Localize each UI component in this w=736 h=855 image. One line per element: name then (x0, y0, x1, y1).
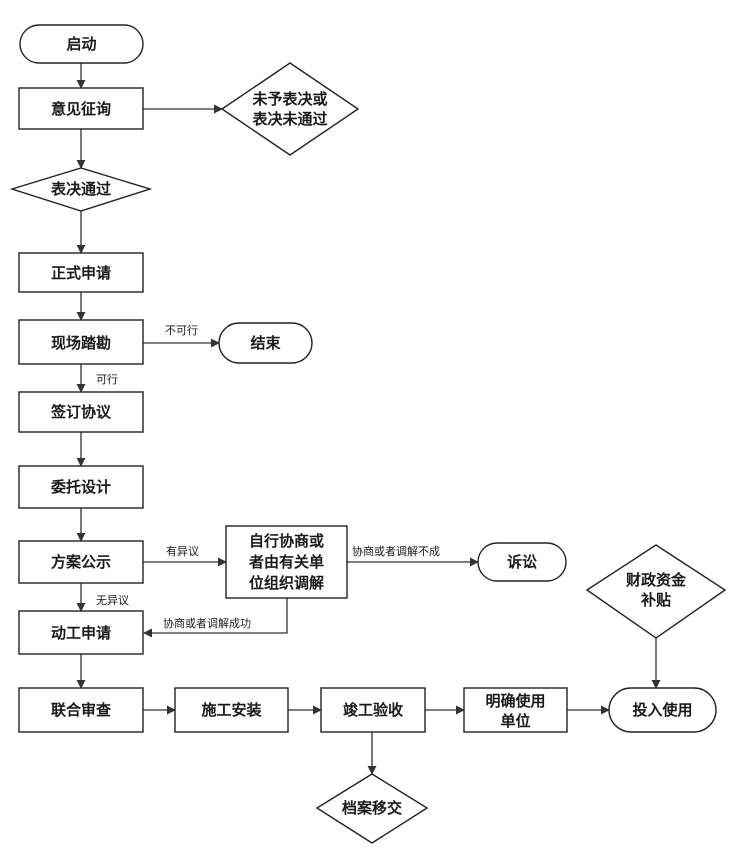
node-mediation-line1: 自行协商或 (249, 532, 324, 550)
node-not-voted-line2: 表决未通过 (252, 110, 327, 128)
label-not-feasible: 不可行 (165, 324, 198, 337)
node-construction-apply: 动工申请 (18, 610, 144, 655)
node-start: 启动 (19, 24, 144, 64)
node-not-voted: 未予表决或 表决未通过 (220, 62, 360, 156)
node-design: 委托设计 (18, 465, 144, 509)
node-apply-label: 正式申请 (51, 264, 111, 282)
node-lawsuit-label: 诉讼 (507, 553, 537, 571)
connectors (76, 63, 661, 775)
node-in-use-label: 投入使用 (632, 701, 692, 719)
label-feasible: 可行 (96, 373, 118, 386)
node-design-label: 委托设计 (51, 478, 111, 496)
node-mediation-line3: 位组织调解 (249, 574, 324, 592)
node-mediation-line2: 者由有关单 (249, 553, 324, 571)
node-archive-label: 档案移交 (342, 799, 402, 817)
node-unit-line1: 明确使用 (485, 692, 545, 710)
node-agreement-label: 签订协议 (50, 403, 112, 421)
node-lawsuit: 诉讼 (477, 542, 567, 582)
node-publicity-label: 方案公示 (51, 553, 111, 571)
node-acceptance: 竣工验收 (320, 687, 426, 733)
node-end: 结束 (218, 322, 313, 364)
node-unit: 明确使用 单位 (463, 687, 568, 733)
label-mediation-success: 协商或者调解成功 (163, 616, 251, 630)
node-unit-line2: 单位 (500, 712, 530, 730)
node-subsidy-line1: 财政资金 (626, 571, 687, 589)
node-survey-label: 现场踏勘 (51, 334, 111, 352)
edge-labels: 不可行 可行 有异议 无异议 协商或者调解不成 协商或者调解成功 (96, 324, 440, 630)
node-joint-review-label: 联合审查 (51, 701, 112, 719)
node-mediation: 自行协商或 者由有关单 位组织调解 (225, 525, 348, 599)
node-acceptance-label: 竣工验收 (343, 701, 403, 719)
node-end-label: 结束 (250, 334, 281, 352)
node-voted-pass: 表决通过 (9, 167, 153, 212)
label-mediation-failed: 协商或者调解不成 (352, 544, 440, 558)
node-voted-pass-label: 表决通过 (51, 180, 111, 198)
node-install: 施工安装 (174, 687, 289, 733)
node-apply: 正式申请 (18, 252, 144, 293)
node-joint-review: 联合审查 (18, 687, 144, 733)
edge-mediation-construction (143, 598, 288, 638)
node-start-label: 启动 (66, 35, 96, 53)
node-subsidy-line2: 补贴 (640, 591, 671, 609)
node-not-voted-line1: 未予表决或 (251, 90, 327, 108)
node-survey: 现场踏勘 (18, 319, 144, 365)
node-consult: 意见征询 (18, 87, 144, 130)
node-construction-apply-label: 动工申请 (51, 624, 111, 642)
node-publicity: 方案公示 (18, 540, 144, 584)
label-objection: 有异议 (166, 544, 199, 558)
node-consult-label: 意见征询 (51, 100, 111, 118)
node-subsidy: 财政资金 补贴 (585, 544, 727, 639)
node-agreement: 签订协议 (18, 391, 144, 433)
node-in-use: 投入使用 (608, 687, 717, 733)
label-no-objection: 无异议 (96, 594, 129, 607)
node-install-label: 施工安装 (201, 701, 262, 719)
node-archive: 档案移交 (315, 773, 429, 844)
